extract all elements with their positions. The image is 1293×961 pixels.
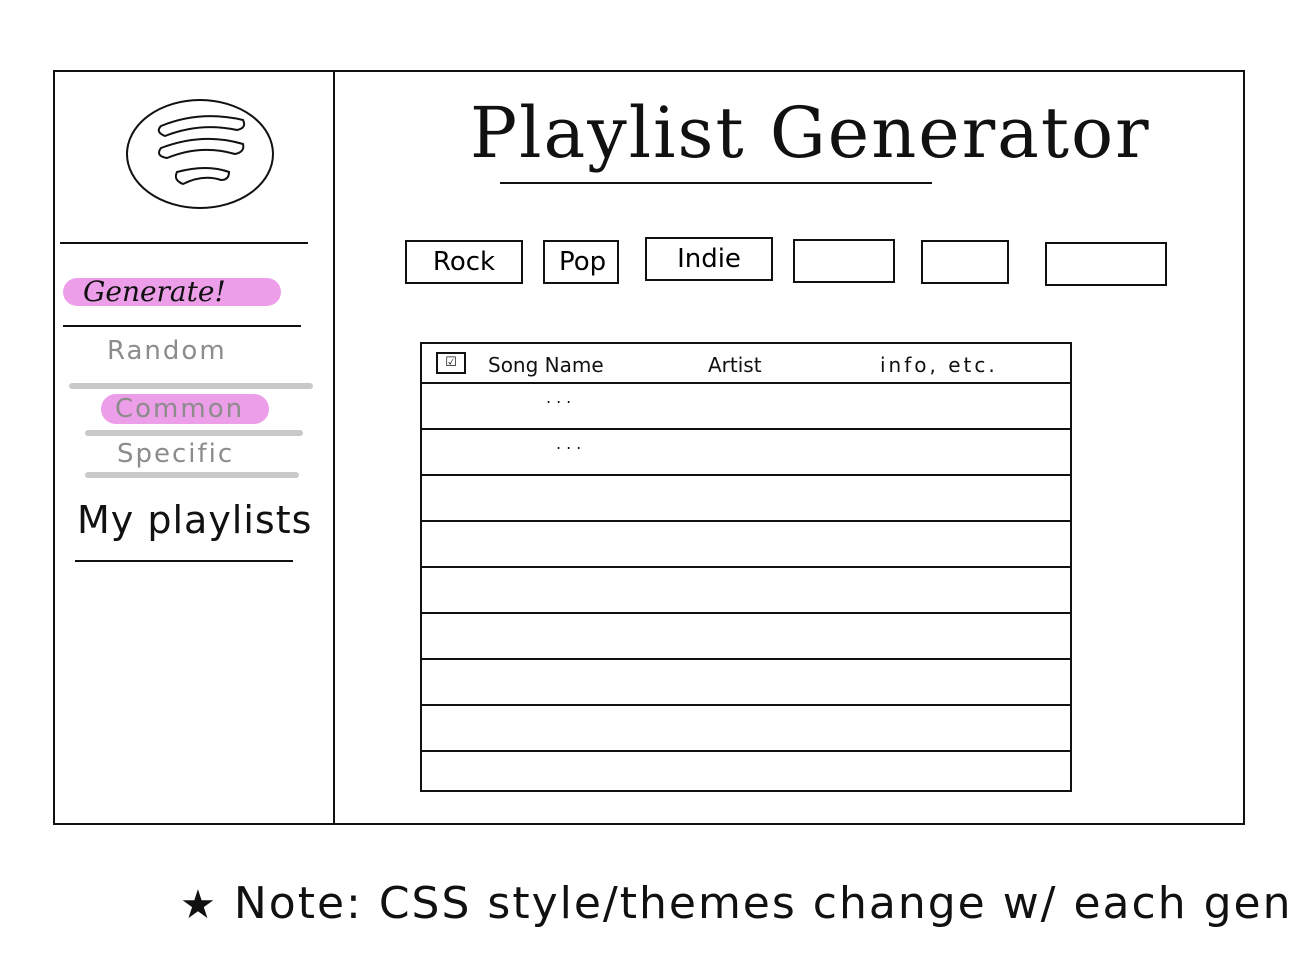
mode-random-divider [69,383,313,389]
sidebar: Generate! Random Common Specific My play… [55,72,335,823]
app-window: Generate! Random Common Specific My play… [53,70,1245,825]
column-info[interactable]: info, etc. [880,353,998,377]
column-song-name[interactable]: Song Name [488,353,604,377]
sidebar-divider-top [60,242,308,244]
table-row[interactable] [422,568,1070,614]
streaming-logo-icon[interactable] [125,98,275,210]
my-playlists-nav-item[interactable]: My playlists [77,498,313,542]
mode-common[interactable]: Common [101,394,269,424]
checkbox-icon[interactable]: ☑ [436,352,466,374]
sidebar-divider-generate [63,325,301,327]
mode-specific-divider [85,472,299,478]
mode-common-divider [85,430,303,436]
table-header: ☑ Song Name Artist info, etc. [422,344,1070,384]
genre-rock-button[interactable]: Rock [405,240,523,284]
column-artist[interactable]: Artist [708,353,762,377]
page-title-underline [500,182,932,184]
genre-pop-button[interactable]: Pop [543,240,619,284]
genre-empty-button-2[interactable] [921,240,1009,284]
table-row[interactable] [422,476,1070,522]
genre-empty-button-3[interactable] [1045,242,1167,286]
design-note-text: Note: CSS style/themes change w/ each ge… [233,878,1293,929]
table-row[interactable]: ... [422,384,1070,430]
page-title: Playlist Generator [470,92,1151,174]
table-row[interactable] [422,706,1070,752]
table-row[interactable] [422,522,1070,568]
playlist-table: ☑ Song Name Artist info, etc. ... ... [420,342,1072,792]
mode-random[interactable]: Random [107,336,227,366]
generate-nav-item[interactable]: Generate! [63,278,281,306]
genre-empty-button-1[interactable] [793,239,895,283]
mode-specific[interactable]: Specific [117,439,235,469]
row-placeholder: ... [556,434,587,453]
table-row[interactable]: ... [422,430,1070,476]
design-note: ★ Note: CSS style/themes change w/ each … [180,878,1293,929]
my-playlists-divider [75,560,293,562]
table-row[interactable] [422,614,1070,660]
star-icon: ★ [180,882,218,928]
row-placeholder: ... [546,388,577,407]
table-row[interactable] [422,660,1070,706]
genre-indie-button[interactable]: Indie [645,237,773,281]
